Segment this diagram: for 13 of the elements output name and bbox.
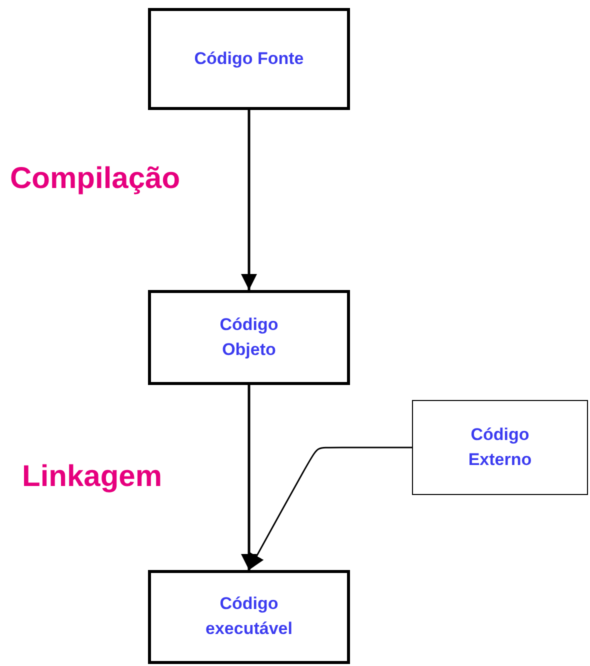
arrow xyxy=(241,110,257,290)
box-label: Código Externo xyxy=(467,424,533,470)
box-label: Código Objeto xyxy=(218,314,280,360)
arrow xyxy=(248,446,412,570)
box-label: Código executável xyxy=(204,593,294,640)
process-box xyxy=(148,570,350,664)
box-label: Código Fonte xyxy=(194,48,304,70)
step-label: Linkagem xyxy=(22,460,162,494)
process-box xyxy=(148,8,350,110)
process-box xyxy=(148,290,350,385)
arrow xyxy=(241,385,257,570)
step-label: Compilação xyxy=(10,162,180,196)
process-box xyxy=(412,400,588,495)
